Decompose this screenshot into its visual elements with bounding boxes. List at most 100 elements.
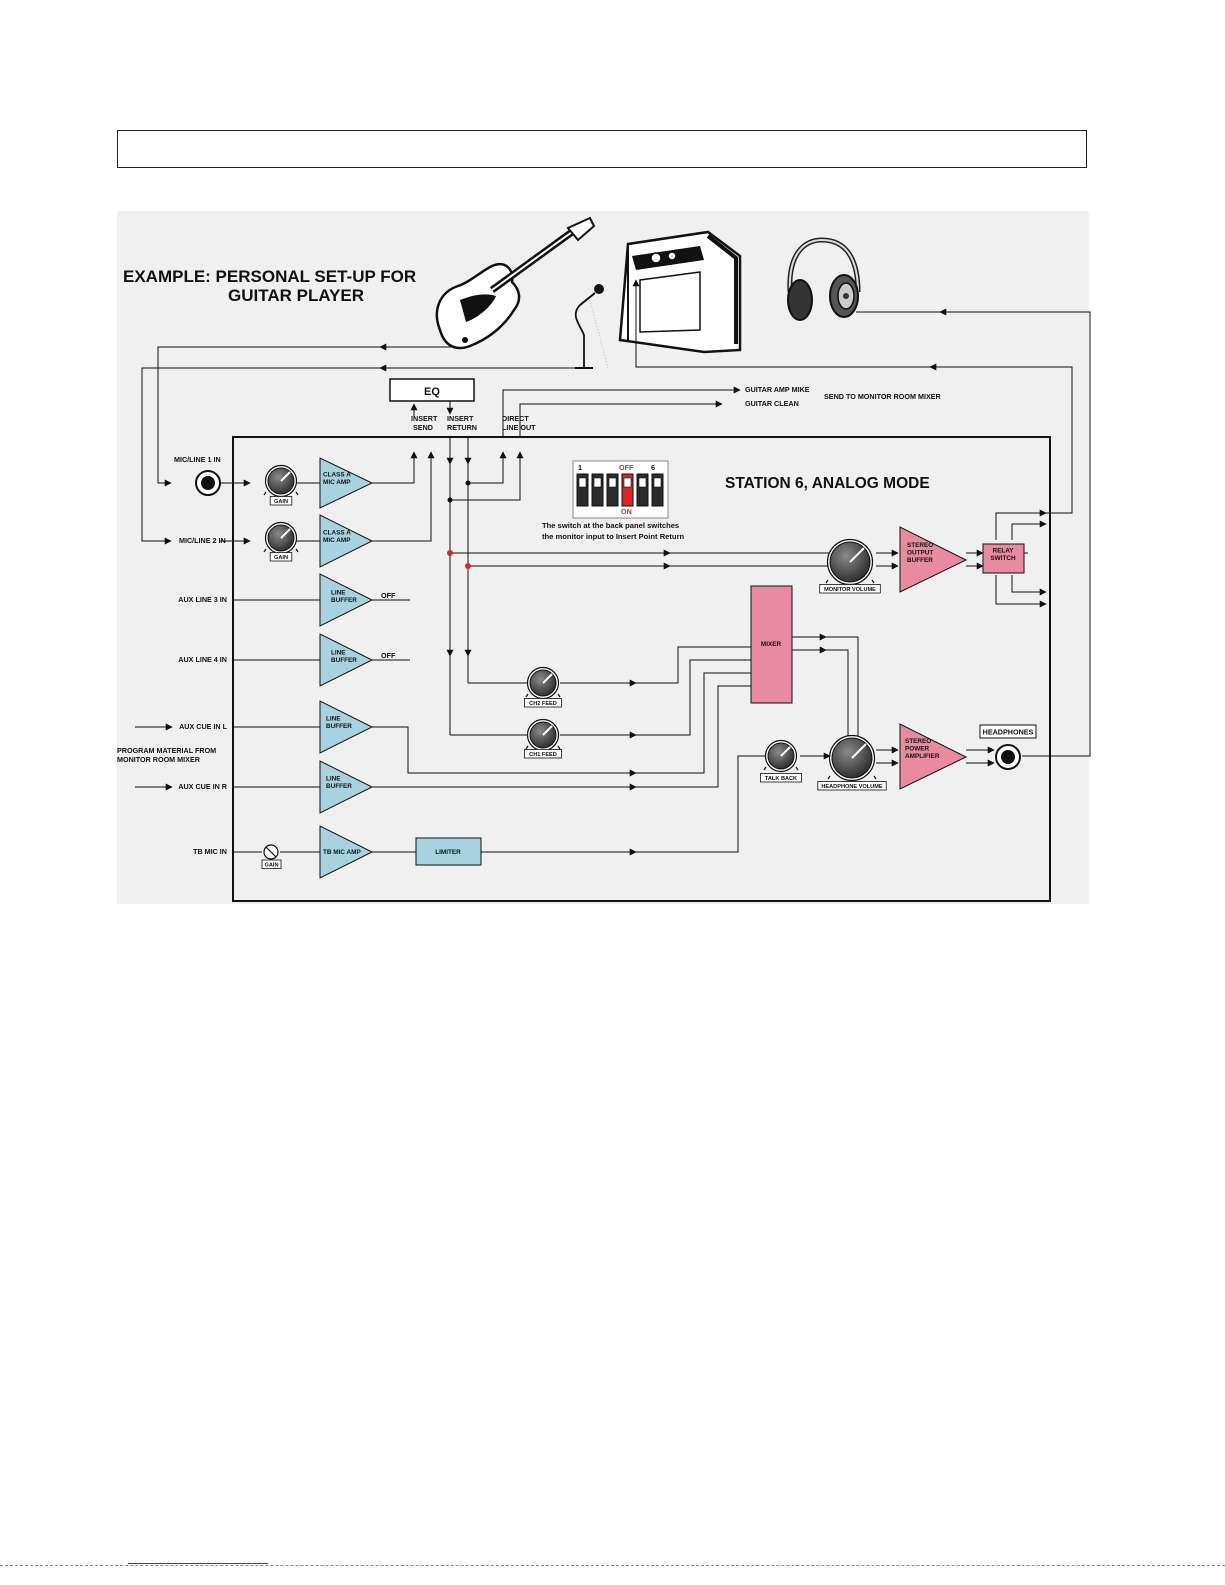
dip-caption-line1: The switch at the back panel switches xyxy=(542,521,679,530)
gain-knob-2-label: GAIN xyxy=(274,555,288,561)
example-title-line2: GUITAR PLAYER xyxy=(228,286,364,305)
tb-gain-trimmer[interactable] xyxy=(263,844,279,860)
stereo-power-amp-label-line: STEREO xyxy=(905,738,931,745)
stereo-output-buffer-label-line: OUTPUT xyxy=(907,550,933,557)
headphones-label: HEADPHONES xyxy=(983,728,1034,737)
insert-send-label-line1: INSERT xyxy=(411,414,438,423)
talk-back-knob[interactable]: TALK BACK xyxy=(760,739,802,783)
line-buffer-r-label-line: BUFFER xyxy=(326,783,352,790)
internal-wiring xyxy=(220,438,1047,856)
amplifier-illustration xyxy=(618,230,742,354)
dip-slot[interactable] xyxy=(651,473,664,507)
insert-send-label-line2: SEND xyxy=(413,423,433,432)
gain-knob-2[interactable]: GAIN xyxy=(263,521,299,562)
tb-mic-amp-label-line: TB MIC AMP xyxy=(323,849,361,856)
dip-label-6: 6 xyxy=(651,463,655,472)
upper-routing-lines xyxy=(141,279,1091,757)
line-buffer-l-label-line: LINE xyxy=(326,716,341,723)
monitor-volume-knob[interactable]: MONITOR VOLUME xyxy=(819,538,881,594)
ch2-feed-knob[interactable]: CH2 FEED xyxy=(524,666,563,708)
example-title-line1: EXAMPLE: PERSONAL SET-UP FOR xyxy=(123,267,416,286)
mixer-label: MIXER xyxy=(761,641,782,648)
mic-line-2-label: MIC/LINE 2 IN xyxy=(179,536,226,545)
line-buffer-4-label-line: LINE xyxy=(331,650,346,657)
guitar-clean-label: GUITAR CLEAN xyxy=(745,399,799,408)
dip-slot-on[interactable] xyxy=(621,473,634,507)
class-a-1-label-line: MIC AMP xyxy=(323,479,351,486)
ch1-feed-knob[interactable]: CH1 FEED xyxy=(524,718,563,759)
aux-line-4-label: AUX LINE 4 IN xyxy=(178,655,227,664)
dip-caption-line2: the monitor input to Insert Point Return xyxy=(542,532,685,541)
aux-line-3-label: AUX LINE 3 IN xyxy=(178,595,227,604)
red-junction-dot xyxy=(447,550,453,556)
stereo-power-amp-label-line: AMPLIFIER xyxy=(905,753,940,760)
dip-label-off: OFF xyxy=(619,463,634,472)
headphones-label-box xyxy=(979,724,1037,739)
aux-cue-r-label: AUX CUE IN R xyxy=(178,782,228,791)
line-buffer-r xyxy=(319,760,374,814)
guitar-amp-mike-label: GUITAR AMP MIKE xyxy=(745,385,810,394)
stereo-power-amplifier xyxy=(899,723,968,790)
headphones-illustration xyxy=(787,237,861,321)
eq-label: EQ xyxy=(424,386,440,398)
class-a-1-label-line: CLASS A xyxy=(323,472,351,479)
station-title: STATION 6, ANALOG MODE xyxy=(725,475,930,492)
dip-slot[interactable] xyxy=(606,473,619,507)
limiter-block xyxy=(415,837,482,866)
line-buffer-3-label-line: LINE xyxy=(331,590,346,597)
talk-back-knob-label: TALK BACK xyxy=(765,776,797,782)
line-buffer-l xyxy=(319,700,374,754)
line-buffer-4 xyxy=(319,633,374,687)
line-buffer-3 xyxy=(319,573,374,627)
microphone-illustration xyxy=(574,284,609,369)
insert-return-label-line2: RETURN xyxy=(447,423,477,432)
blocks xyxy=(319,457,1025,879)
tb-mic-amp xyxy=(319,825,374,879)
junction-dot xyxy=(447,497,453,503)
line-buffer-r-label-line: LINE xyxy=(326,776,341,783)
limiter-label: LIMITER xyxy=(435,849,461,856)
gain-knob-1-label: GAIN xyxy=(274,499,288,505)
stereo-output-buffer xyxy=(899,526,968,593)
tb-gain-label: GAIN xyxy=(265,863,279,869)
line-buffer-4-label-line: BUFFER xyxy=(331,657,357,664)
program-material-line1: PROGRAM MATERIAL FROM xyxy=(117,746,216,755)
line-buffer-3-label-line: BUFFER xyxy=(331,597,357,604)
off-label-3: OFF xyxy=(381,591,396,600)
ch1-feed-knob-label: CH1 FEED xyxy=(529,752,557,758)
dip-label-on: ON xyxy=(621,507,632,516)
dip-slot[interactable] xyxy=(576,473,589,507)
header-box xyxy=(117,130,1087,168)
send-to-monitor-label: SEND TO MONITOR ROOM MIXER xyxy=(824,392,942,401)
tb-mic-amp-label: TB MIC AMP xyxy=(323,849,361,856)
ch2-feed-knob-label: CH2 FEED xyxy=(529,701,557,707)
gain-knob-1[interactable]: GAIN xyxy=(263,464,299,506)
stereo-power-amp-label-line: POWER xyxy=(905,746,930,753)
relay-switch-label-line: SWITCH xyxy=(990,555,1016,562)
dip-switch[interactable]: 1 OFF 6 ON xyxy=(572,460,669,519)
aux-cue-l-label: AUX CUE IN L xyxy=(179,722,228,731)
eq-box xyxy=(389,378,475,402)
station-frame xyxy=(232,436,1051,902)
mic-line-1-jack xyxy=(195,470,221,496)
mic-line-1-label: MIC/LINE 1 IN xyxy=(174,455,221,464)
class-a-mic-amp-2 xyxy=(319,514,374,568)
relay-switch-label-line: RELAY xyxy=(992,548,1014,555)
bottom-rule xyxy=(0,1565,1225,1566)
headphone-volume-knob[interactable]: HEADPHONE VOLUME xyxy=(817,734,887,791)
direct-line-out-label-line2: LINE OUT xyxy=(502,423,536,432)
dip-slot[interactable] xyxy=(636,473,649,507)
dip-slot[interactable] xyxy=(591,473,604,507)
direct-line-out-label-line1: DIRECT xyxy=(502,414,529,423)
class-a-2-label-line: MIC AMP xyxy=(323,537,351,544)
tb-gain-label-group: GAIN xyxy=(261,859,282,869)
stereo-output-buffer-label-line: STEREO xyxy=(907,542,933,549)
